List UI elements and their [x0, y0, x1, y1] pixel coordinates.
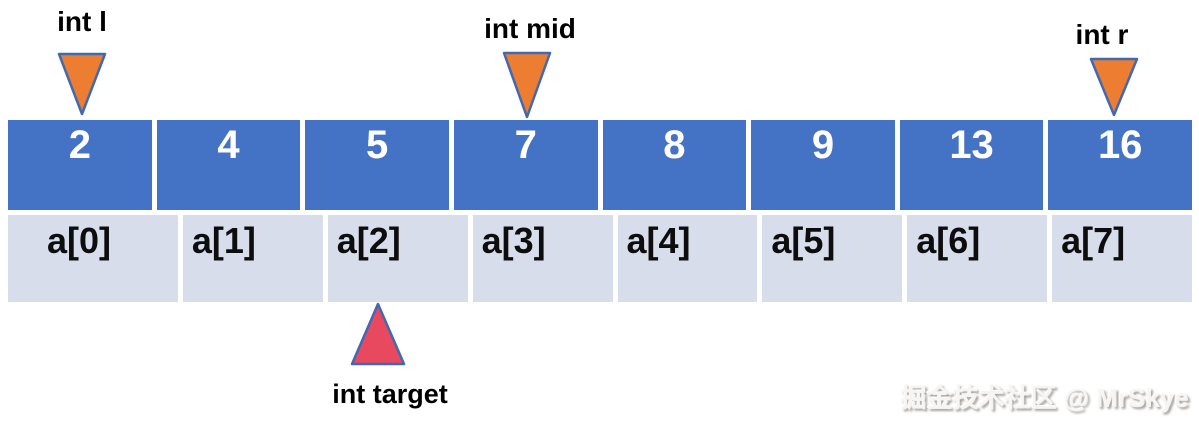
pointer-target-label: int target	[332, 379, 448, 409]
array-value-cell: 8	[602, 120, 747, 210]
array-value-cell: 13	[899, 120, 1044, 210]
array-value-cell: 16	[1048, 120, 1192, 210]
array-index-cell: a[0]	[8, 215, 178, 302]
pointer-mid-label: int mid	[484, 13, 576, 44]
array-index-cell: a[2]	[327, 215, 468, 302]
array-index-cell: a[6]	[907, 215, 1048, 302]
pointer-target-triangle-icon	[350, 302, 406, 366]
array-value-cell: 7	[453, 120, 598, 210]
watermark: 掘金技术社区 @ MrSkye	[900, 383, 1189, 413]
array-value-cell: 9	[751, 120, 895, 210]
array-index-cell: a[4]	[617, 215, 758, 302]
array-index-cell: a[1]	[182, 215, 323, 302]
array-index-cell: a[5]	[762, 215, 903, 302]
array-index-cell: a[7]	[1052, 215, 1192, 302]
pointer-r-label: int r	[1075, 19, 1129, 50]
pointer-l-label: int l	[57, 6, 107, 37]
array-value-cell: 5	[305, 120, 449, 210]
pointer-mid-triangle-icon	[502, 51, 552, 119]
array-indices-row: a[0] a[1] a[2] a[3] a[4] a[5] a[6] a[7]	[8, 215, 1192, 302]
array-value-cell: 2	[8, 120, 152, 210]
pointer-r-triangle-icon	[1089, 57, 1139, 117]
array-index-cell: a[3]	[472, 215, 613, 302]
array-values-row: 2 4 5 7 8 9 13 16	[8, 120, 1192, 210]
array-value-cell: 4	[156, 120, 301, 210]
pointer-l-triangle-icon	[57, 52, 107, 116]
